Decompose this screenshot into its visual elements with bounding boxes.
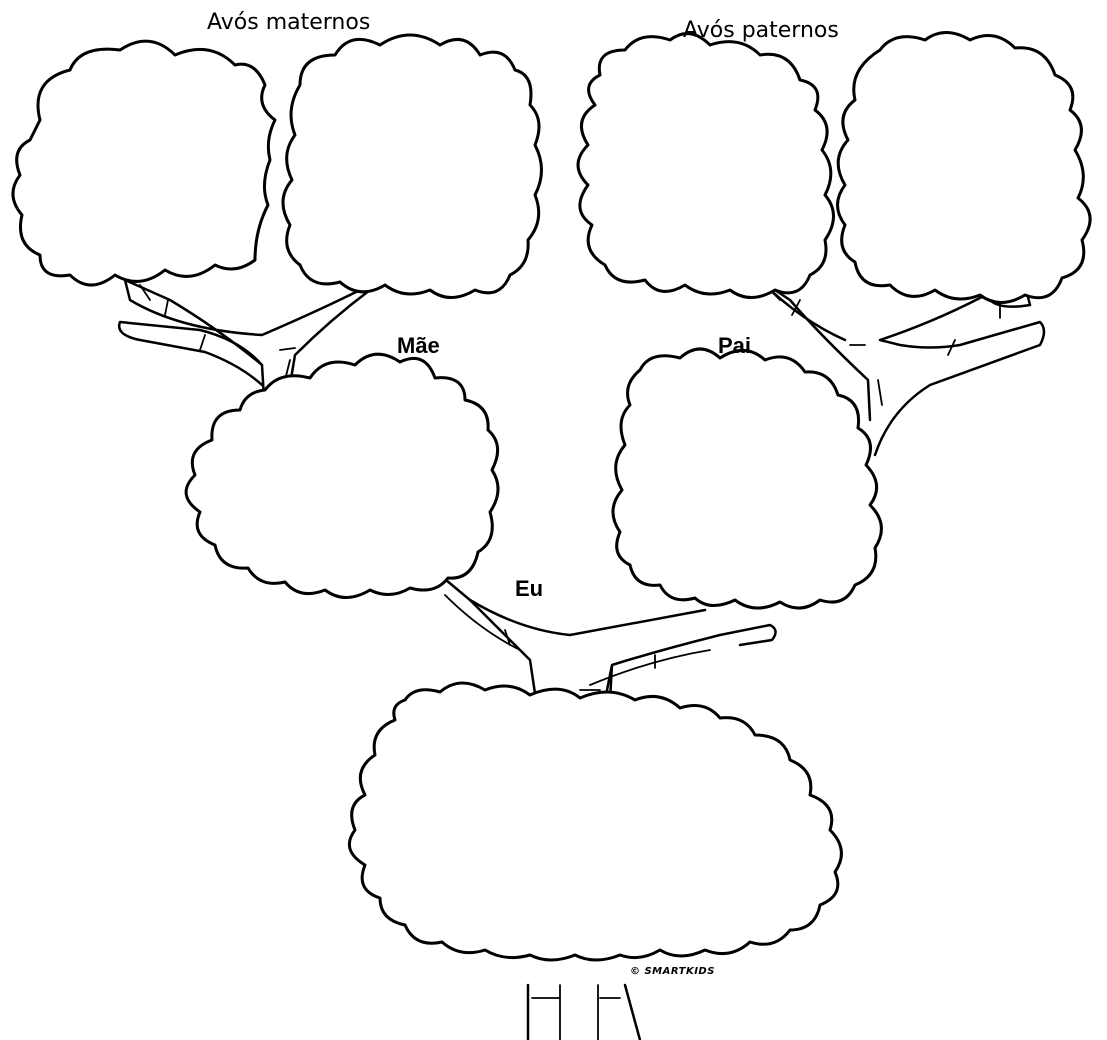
crown-maternal-grandparent-right [281, 33, 543, 299]
crown-mother [184, 352, 500, 599]
label-mother: Mãe [397, 333, 440, 358]
crown-me [347, 681, 843, 962]
crown-paternal-grandparent-left [576, 32, 835, 299]
label-maternal-grandparents: Avós maternos [207, 10, 371, 35]
crown-maternal-grandparent-left [11, 39, 277, 287]
crown-paternal-grandparent-right [836, 31, 1092, 304]
label-me: Eu [515, 576, 544, 601]
main-trunk [526, 983, 642, 1040]
crown-father [611, 347, 883, 610]
label-paternal-grandparents: Avós paternos [683, 18, 839, 43]
label-father: Pai [718, 333, 752, 358]
copyright-credit: © SMARTKIDS [630, 966, 715, 977]
tree-crowns [11, 31, 1092, 962]
